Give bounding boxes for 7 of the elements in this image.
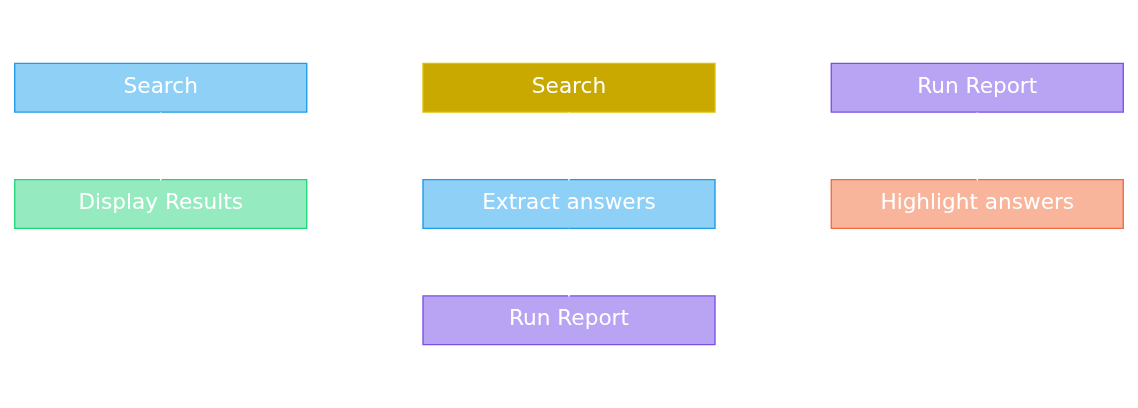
node-box: Highlight answers [830, 179, 1124, 229]
node-box: Run Report [830, 62, 1124, 113]
node-box: Run Report [422, 295, 716, 346]
node-box: Display Results [14, 179, 308, 229]
node-box: Extract answers [422, 179, 716, 229]
node-box: Search [422, 62, 716, 113]
node-box: Search [14, 62, 308, 113]
